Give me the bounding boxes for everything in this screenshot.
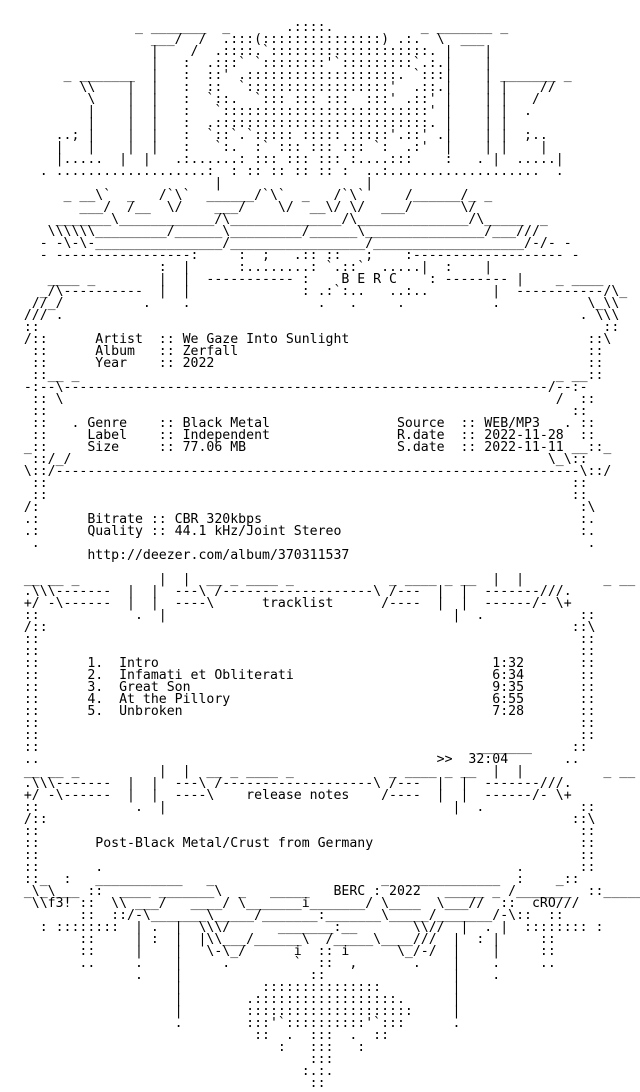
nfo-line: .\\\------- | | ---\ /------------------… bbox=[0, 776, 572, 791]
nfo-line: :: :: bbox=[0, 728, 596, 743]
nfo-line: :: :: bbox=[0, 404, 588, 419]
nfo-line: ___/ /__ \/ ___/ \/ __\/ \/ ___/ \/ bbox=[0, 200, 477, 215]
nfo-line: :: :: bbox=[0, 824, 596, 839]
nfo-line: +/ -\------ | | ----\ tracklist /---- | … bbox=[0, 596, 572, 611]
nfo-line: .: Bitrate :: CBR 320kbps :. bbox=[0, 512, 596, 527]
nfo-line: \\\\\\_________/______\_________/______\… bbox=[0, 224, 540, 239]
nfo-line: | ::::::::::::::::::::: | bbox=[0, 1004, 461, 1019]
nfo-line: :.:. bbox=[0, 1064, 334, 1079]
nfo-line: _ _______ | : ::' .:::::::::::::::::::. … bbox=[0, 68, 572, 83]
nfo-line: :: | : | |\\___/______\ /_____\____/// |… bbox=[0, 932, 556, 947]
nfo-line: :: . Genre :: Black Metal Source :: WEB/… bbox=[0, 416, 596, 431]
nfo-line: : ::: : bbox=[0, 1040, 366, 1055]
nfo-line: | | | : `::::::::::::::::::::::::::' | |… bbox=[0, 104, 532, 119]
nfo-line: ____ _ | | ----------- : B E R C : -----… bbox=[0, 272, 604, 287]
nfo-line: \::/------------------------------------… bbox=[0, 464, 612, 479]
nfo-line: _ __\` _ /`\` ______/`\` _ /`\` /______/… bbox=[0, 188, 493, 203]
nfo-line: :: | | \-\_/ i :: i \_/-/ | | :: bbox=[0, 944, 556, 959]
nfo-line: /// . . \\\ bbox=[0, 308, 620, 323]
nfo-line: .: Quality :: 44.1 kHz/Joint Stereo :. bbox=[0, 524, 596, 539]
nfo-line: . | :: | . bbox=[0, 968, 501, 983]
nfo-line: - -\-\-________________/________________… bbox=[0, 236, 572, 251]
nfo-line: :: . | | . :: bbox=[0, 608, 596, 623]
nfo-line: :: \ / :: bbox=[0, 392, 596, 407]
nfo-line: | .::::::::::::::::::. | bbox=[0, 992, 461, 1007]
nfo-line: | / .::::.`::::::::::::::::::::. | | bbox=[0, 44, 493, 59]
nfo-line: | | | : .:::::::::::::::::::::::::::. | … bbox=[0, 116, 509, 131]
nfo-line: .. . | . ` :: , . | . .. bbox=[0, 956, 556, 971]
nfo-line: \\f3! :: \\ ___/ ____/ \_______i_______/… bbox=[0, 896, 580, 911]
nfo-line: \\ | | : :: `::::::::::::::::::' .::.| |… bbox=[0, 80, 556, 95]
nfo-line: :: . ::: . :: bbox=[0, 1028, 390, 1043]
nfo-line: :: _______ :: bbox=[0, 740, 588, 755]
nfo-line: | : .:::` `::::::::'`:::::::::`.:.| | bbox=[0, 56, 493, 71]
nfo-line: :: :: bbox=[0, 644, 596, 659]
nfo-line: _______\____________/\______________/\__… bbox=[0, 212, 548, 227]
nfo-line: :: :: bbox=[0, 632, 596, 647]
nfo-line: - -----------------: : ; .:: :: ; :-----… bbox=[0, 248, 580, 263]
nfo-line: -:--\-----------------------------------… bbox=[0, 380, 588, 395]
nfo-line: /: :\ bbox=[0, 500, 596, 515]
nfo-line: :: bbox=[0, 1076, 326, 1091]
nfo-line: :: 1. Intro 1:32 :: bbox=[0, 656, 596, 671]
nfo-line: | | bbox=[0, 176, 374, 191]
nfo-line: ::/_/ \_\:: bbox=[0, 452, 588, 467]
nfo-line: |..... | | .:......: ::: ::: ::: :....::… bbox=[0, 152, 564, 167]
nfo-line: //_/ . . . . . . \_\\ bbox=[0, 296, 620, 311]
nfo-line: :: :: bbox=[0, 488, 588, 503]
nfo-line: :: 5. Unbroken 7:28 :: bbox=[0, 704, 596, 719]
nfo-line: /:: Artist :: We Gaze Into Sunlight ::\ bbox=[0, 332, 612, 347]
nfo-line: :: 2. Infamati et Obliterati 6:34 :: bbox=[0, 668, 596, 683]
nfo-line: :: Year :: 2022 :: bbox=[0, 356, 604, 371]
nfo-line: :: :: bbox=[0, 320, 620, 335]
nfo-line: +/ -\------ | | ----\ release notes /---… bbox=[0, 788, 572, 803]
nfo-line: :: :: bbox=[0, 476, 588, 491]
nfo-line: :: Post-Black Metal/Crust from Germany :… bbox=[0, 836, 596, 851]
nfo-line: :: :: bbox=[0, 848, 596, 863]
nfo-line: ___/ / .:::(:::::::::::::::) .:. \ ___ bbox=[0, 32, 485, 47]
nfo-line: ::__ _ _ __:: bbox=[0, 368, 604, 383]
nfo-line: . :::'`::::::::::'`::: . bbox=[0, 1016, 461, 1031]
nfo-line: /:: ::\ bbox=[0, 812, 596, 827]
nfo-line: :: 3. Great Son 9:35 :: bbox=[0, 680, 596, 695]
nfo-line: _ _______ _ .::::. _ _______ _ bbox=[0, 20, 509, 35]
nfo-line: ::_ : ___________ _ _ ___________ : _:: bbox=[0, 872, 580, 887]
nfo-line: . ...................: : :: :: :: :: : .… bbox=[0, 164, 564, 179]
nfo-line: | | | | : `:. :` ::: ::: ::: `: .:' | | … bbox=[0, 140, 548, 155]
nfo-line: :: ::/-\_______\_____/_______:_______\__… bbox=[0, 908, 564, 923]
nfo-line: __ __ _ | | __ _ ____ _ _ ____ _ __ | | … bbox=[0, 764, 640, 779]
nfo-line: . . bbox=[0, 536, 596, 551]
nfo-line: http://deezer.com/album/370311537 bbox=[0, 548, 350, 563]
nfo-line: \ | | : `::. `::: ::: ::: :::' .::' | | … bbox=[0, 92, 540, 107]
nfo-line: : | :........: `.::` .....| : | bbox=[0, 260, 493, 275]
nfo-line: __ __ _ | | __ _ ____ _ _ ____ _ __ | | … bbox=[0, 572, 640, 587]
nfo-line: .. >> 32:04 .. bbox=[0, 752, 580, 767]
nfo-line: _/\---------- | | : .:`:.. ..:.. | -----… bbox=[0, 284, 628, 299]
nfo-line: _:: Size :: 77.06 MB S.date :: 2022-11-1… bbox=[0, 440, 612, 455]
nfo-line: :: 4. At the Pillory 6:55 :: bbox=[0, 692, 596, 707]
nfo-line: :: . . :: bbox=[0, 860, 596, 875]
nfo-line: ::: bbox=[0, 1052, 334, 1067]
nfo-line: .\\\------- | | ---\ /------------------… bbox=[0, 584, 572, 599]
nfo-line: /:: ::\ bbox=[0, 620, 596, 635]
nfo-line: :: :: bbox=[0, 716, 596, 731]
nfo-line: :: Label :: Independent R.date :: 2022-1… bbox=[0, 428, 596, 443]
nfo-line: :: . | | . :: bbox=[0, 800, 596, 815]
nfo-line: | ::::::::::::::: | bbox=[0, 980, 461, 995]
nfo-line: :: Album :: Zerfall :: bbox=[0, 344, 604, 359]
nfo-line: _\_\___ :: ____ _______\ _ _____ BERC : … bbox=[0, 884, 640, 899]
nfo-line: : :::::::: | . | \\\/ _______:__ \\// | … bbox=[0, 920, 604, 935]
nfo-line: ..; | | | : `::`.`::::: ::::: :::::'.::'… bbox=[0, 128, 548, 143]
